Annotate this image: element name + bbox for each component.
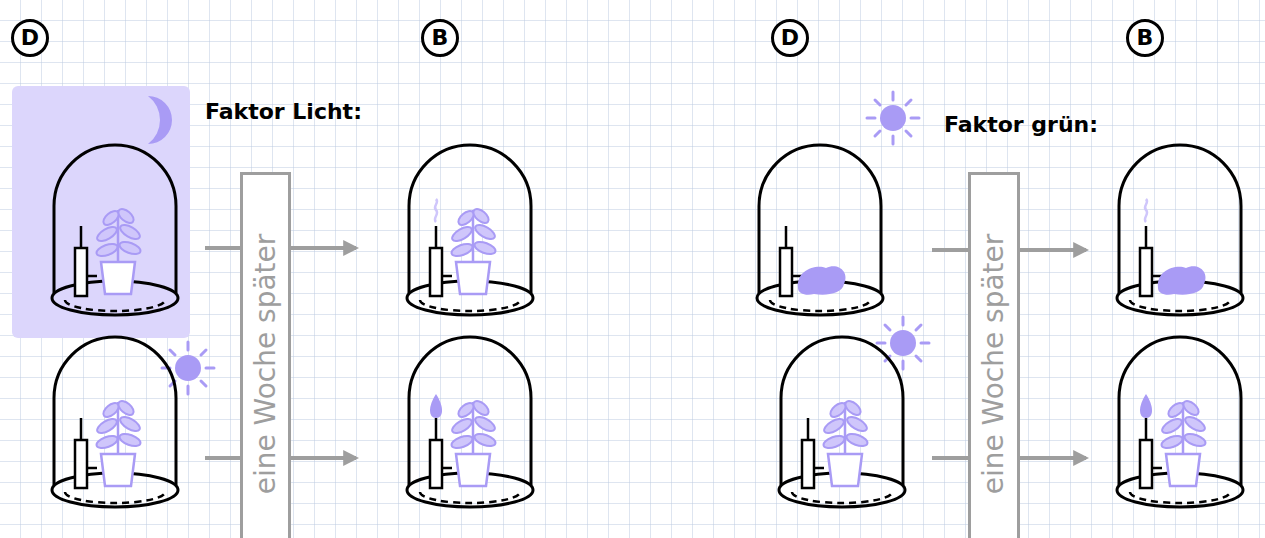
time-box: eine Woche später	[240, 172, 291, 538]
phase-letter: B	[1137, 27, 1154, 49]
bell-jar-set	[52, 145, 533, 507]
phase-marker: B	[1126, 19, 1164, 57]
factor-heading: Faktor Licht:	[205, 99, 362, 125]
phase-letter: D	[21, 27, 39, 49]
phase-marker: B	[421, 19, 459, 57]
factor-heading: Faktor grün:	[944, 112, 1098, 138]
time-label: eine Woche später	[980, 234, 1008, 495]
sun-symbol	[877, 317, 929, 369]
night-panel	[12, 86, 190, 338]
phase-letter: D	[781, 27, 799, 49]
time-label: eine Woche später	[252, 234, 280, 495]
phase-letter: B	[432, 27, 449, 49]
sun-symbol	[867, 92, 919, 144]
phase-marker: D	[771, 19, 809, 57]
time-arrow	[205, 248, 1086, 458]
phase-marker: D	[11, 19, 49, 57]
moon-symbol	[148, 96, 172, 144]
time-box: eine Woche später	[968, 172, 1020, 538]
